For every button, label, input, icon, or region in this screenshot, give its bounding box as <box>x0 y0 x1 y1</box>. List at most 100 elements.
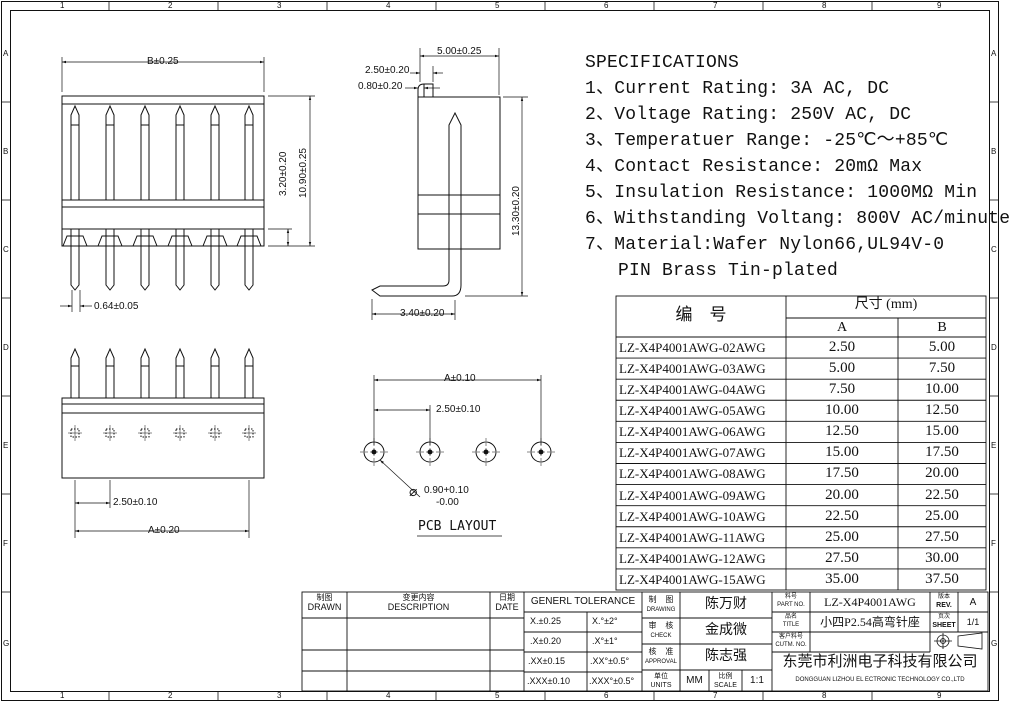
table-col-a: A <box>836 320 848 335</box>
tb-title-val: 小四P2.54高弯针座 <box>820 615 920 629</box>
tb-desc-en: DESCRIPTION <box>387 602 450 612</box>
ref-col-8-bottom: 8 <box>822 691 827 700</box>
tb-check-en: CHECK <box>650 633 672 639</box>
table-cell-a: 15.00 <box>825 444 859 461</box>
front-pin-bottom <box>244 229 254 291</box>
tb-company-en: DONGGUAN LIZHOU EL ECTRONIC TECHNOLOGY C… <box>795 677 965 683</box>
tb-sheet-en: SHEET <box>932 622 956 629</box>
table-cell-b: 7.50 <box>928 360 956 377</box>
table-cell-a: 17.50 <box>825 465 859 482</box>
tb-sheet-val: 1/1 <box>966 617 980 627</box>
ref-col-4: 4 <box>386 1 391 10</box>
tb-sheet-cn: 页次 <box>937 614 950 620</box>
ref-row-b: B <box>3 147 9 156</box>
spec-item-6: 6、Withstanding Voltang: 800V AC/minute <box>585 209 1010 229</box>
dim-hole-label-a: 0.90+0.10 <box>424 485 469 496</box>
tb-scale-en: SCALE <box>714 682 737 689</box>
table-grid <box>615 295 987 591</box>
front-pin-bottom <box>210 229 220 291</box>
pcb-holes <box>360 438 555 466</box>
dim-080-label: 0.80±0.20 <box>358 81 403 92</box>
tb-partno-en: PART NO. <box>777 602 805 608</box>
tb-tol-4b: .XXX°±0.5° <box>589 676 635 686</box>
front-pin-standoff <box>97 235 123 247</box>
spec-item-3: 3、Temperatuer Range: -25℃～+85℃ <box>585 131 949 151</box>
tb-date-cn: 日期 <box>499 593 515 602</box>
table-header-part: 编 号 <box>675 305 727 324</box>
table-cell-b: 12.50 <box>925 402 959 419</box>
tb-rev-en: REV. <box>936 602 952 609</box>
spec-item-5: 5、Insulation Resistance: 1000MΩ Min <box>585 183 978 203</box>
ref-col-6: 6 <box>604 1 609 10</box>
tb-title-cn: 品名 <box>784 614 797 620</box>
table-cell-part: LZ-X4P4001AWG-11AWG <box>619 529 766 545</box>
pcb-layout-title: PCB LAYOUT <box>418 519 497 534</box>
ref-row-b-right: B <box>991 147 997 156</box>
tb-scale-val: 1:1 <box>750 675 764 686</box>
table-cell-part: LZ-X4P4001AWG-08AWG <box>619 466 766 482</box>
ref-col-9-bottom: 9 <box>937 691 942 700</box>
tb-partno-cn: 料号 <box>784 594 797 600</box>
table-cell-part: LZ-X4P4001AWG-04AWG <box>619 382 766 398</box>
table-cell-b: 37.50 <box>925 570 959 587</box>
ref-row-d: D <box>3 343 9 352</box>
tb-drawing-name: 陈万财 <box>705 597 747 612</box>
ref-row-g-right: G <box>991 639 998 648</box>
tb-tol-2a: .X±0.20 <box>530 636 561 646</box>
side-pin-bend <box>371 249 462 297</box>
table-cell-a: 2.50 <box>828 339 856 355</box>
dim-064-label: 0.64±0.05 <box>94 301 139 312</box>
ref-col-5: 5 <box>495 1 500 10</box>
top-pin <box>140 347 150 398</box>
ref-col-3-bottom: 3 <box>277 691 282 700</box>
top-pin <box>210 347 220 398</box>
ref-row-f-right: F <box>991 539 996 548</box>
front-pin-top <box>210 104 220 200</box>
ref-col-2-bottom: 2 <box>168 691 173 700</box>
table-cell-a: 20.00 <box>825 486 859 503</box>
projection-symbol <box>934 632 983 650</box>
top-view-body <box>61 397 265 479</box>
spec-item-4: 4、Contact Resistance: 20mΩ Max <box>585 157 923 177</box>
table-cell-a: 12.50 <box>825 423 859 440</box>
tb-approval-name: 陈志强 <box>705 649 747 664</box>
front-pin-standoff <box>236 235 262 247</box>
table-cell-b: 10.00 <box>925 381 959 398</box>
table-header-size: 尺寸 (mm) <box>854 297 918 312</box>
tb-drawn-cn: 制图 <box>316 593 333 602</box>
tb-drawing-en: DRAWING <box>646 607 676 613</box>
table-cell-a: 27.50 <box>825 549 859 566</box>
front-pin-standoff <box>202 235 228 247</box>
ref-row-e: E <box>3 441 9 450</box>
tb-partno-val: LZ-X4P4001AWG <box>824 595 916 609</box>
table-cell-b: 15.00 <box>925 423 959 440</box>
tb-date-en: DATE <box>495 602 519 612</box>
front-pin-top <box>105 104 115 200</box>
front-pin-bottom <box>140 229 150 291</box>
table-cell-b: 27.50 <box>925 528 959 545</box>
top-pins <box>68 347 256 441</box>
dim-top-a-label: A±0.20 <box>148 525 180 536</box>
ref-col-4-bottom: 4 <box>386 691 391 700</box>
table-cell-a: 22.50 <box>825 507 859 524</box>
spec-item-1: 1、Current Rating: 3A AC, DC <box>585 79 890 99</box>
tb-desc-cn: 变更内容 <box>402 593 435 602</box>
top-pin <box>244 347 254 398</box>
ref-col-1-bottom: 1 <box>60 691 65 700</box>
ref-col-1: 1 <box>60 1 65 10</box>
table-cell-a: 7.50 <box>828 381 856 398</box>
top-pin <box>105 347 115 398</box>
tb-drawn-en: DRAWN <box>307 602 342 612</box>
ref-row-c: C <box>3 245 9 254</box>
dim-b-label: B±0.25 <box>147 56 179 67</box>
front-pin-bottom <box>105 229 115 291</box>
table-cell-part: LZ-X4P4001AWG-03AWG <box>619 361 766 377</box>
tb-approval-en: APPROVAL <box>645 659 677 665</box>
ref-row-g: G <box>3 639 10 648</box>
dim-1090-label: 10.90±0.25 <box>298 148 309 198</box>
dim-250-label: 2.50±0.20 <box>365 65 410 76</box>
table-cell-a: 35.00 <box>825 570 859 587</box>
ref-col-8: 8 <box>822 1 827 10</box>
